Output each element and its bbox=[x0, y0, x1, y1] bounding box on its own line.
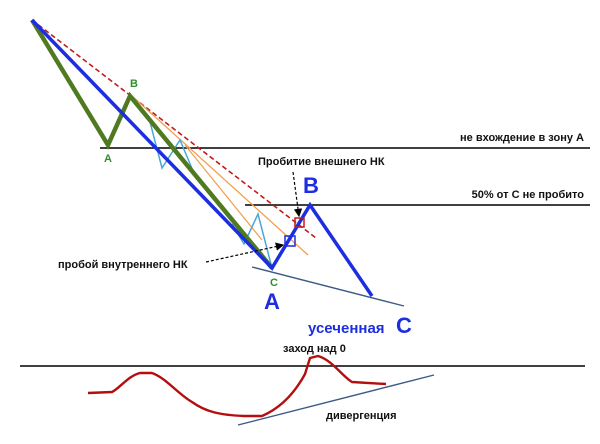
divergence-label: дивергенция bbox=[326, 410, 397, 422]
inner-breakout-marker bbox=[284, 235, 296, 247]
inner-breakout-arrow bbox=[205, 242, 285, 263]
inner-green-wave bbox=[30, 18, 274, 270]
truncated-label: усеченная bbox=[308, 320, 385, 337]
divergence-trendline bbox=[237, 374, 435, 426]
outer-breakout-arrow bbox=[292, 171, 303, 218]
wave-label-big-c: C bbox=[396, 313, 412, 338]
wave-label-big-a: A bbox=[264, 289, 280, 314]
no-entry-zone-a-label: не вхождение в зону А bbox=[460, 132, 584, 144]
oscillator-curve bbox=[87, 354, 387, 418]
orange-trendline-inner bbox=[184, 144, 263, 241]
orange-trendline-outer bbox=[131, 95, 309, 256]
wave-label-small-a: A bbox=[104, 153, 112, 165]
red-dashed-trendline bbox=[31, 19, 317, 239]
fifty-percent-label: 50% от С не пробито bbox=[472, 189, 585, 201]
entry-above-zero-label: заход над 0 bbox=[283, 343, 346, 355]
inner-breakout-label: пробой внутреннего НК bbox=[58, 259, 188, 271]
outer-breakout-marker bbox=[294, 217, 305, 228]
small-subwave-upper bbox=[149, 121, 197, 179]
wave-label-small-c: C bbox=[270, 277, 278, 289]
outer-breakout-label: Пробитие внешнего НК bbox=[258, 156, 385, 168]
slate-baseline bbox=[251, 266, 405, 307]
wave-label-big-b: B bbox=[303, 173, 319, 198]
wave-label-small-b: B bbox=[130, 78, 138, 90]
